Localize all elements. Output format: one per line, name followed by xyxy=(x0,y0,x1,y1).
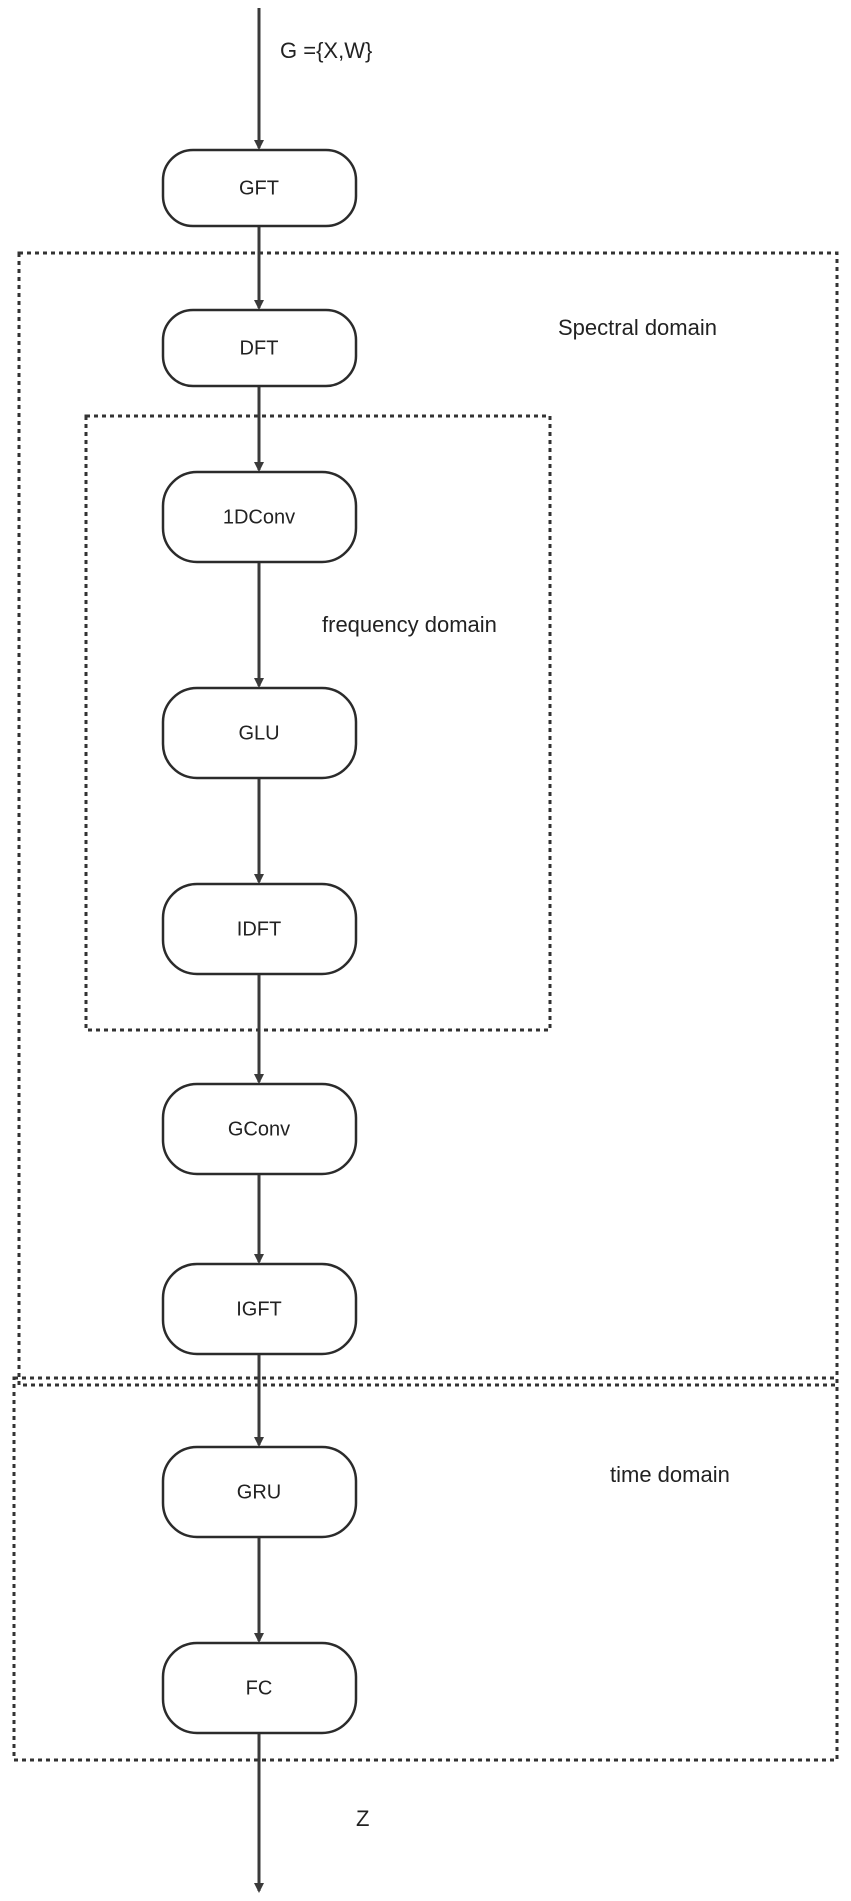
node-fc-label: FC xyxy=(246,1677,273,1699)
node-conv1d: 1DConv xyxy=(161,470,358,564)
node-gft-label: GFT xyxy=(239,177,279,199)
node-dft-label: DFT xyxy=(240,337,279,359)
region-spectral: Spectral domain xyxy=(17,251,839,1387)
node-gft: GFT xyxy=(161,148,358,228)
output-label: Z xyxy=(356,1806,369,1831)
node-glu-label: GLU xyxy=(238,722,279,744)
region-spectral-label: Spectral domain xyxy=(558,315,717,340)
region-frequency-label: frequency domain xyxy=(322,612,497,637)
node-glu: GLU xyxy=(161,686,358,780)
node-fc: FC xyxy=(161,1641,358,1735)
node-igft-label: IGFT xyxy=(236,1298,282,1320)
node-idft: IDFT xyxy=(161,882,358,976)
node-conv1d-label: 1DConv xyxy=(223,506,295,528)
node-gconv-label: GConv xyxy=(228,1118,290,1140)
node-gconv: GConv xyxy=(161,1082,358,1176)
node-gru: GRU xyxy=(161,1445,358,1539)
region-time-label: time domain xyxy=(610,1462,730,1487)
region-frequency: frequency domain xyxy=(84,414,552,1032)
node-gru-label: GRU xyxy=(237,1481,281,1503)
input-label: G ={X,W} xyxy=(280,38,372,63)
node-idft-label: IDFT xyxy=(237,918,281,940)
node-dft: DFT xyxy=(161,308,358,388)
region-time: time domain xyxy=(12,1376,839,1762)
node-igft: IGFT xyxy=(161,1262,358,1356)
